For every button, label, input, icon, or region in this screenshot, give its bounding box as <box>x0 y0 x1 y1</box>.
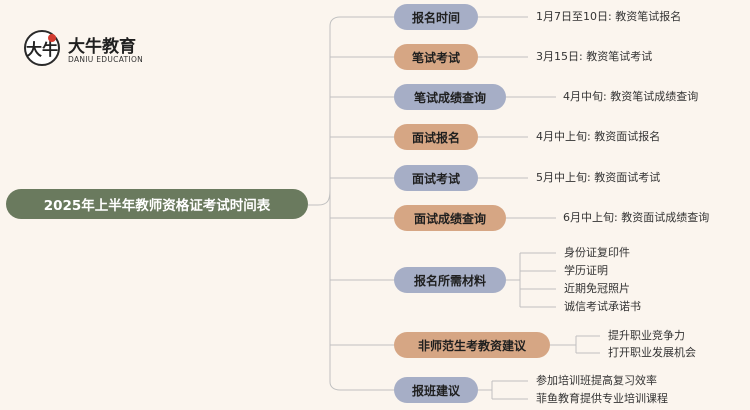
branch-node-written-exam: 笔试考试 <box>394 44 478 70</box>
leaf-material-photo: 近期免冠照片 <box>564 282 630 295</box>
leaf-registration-date: 1月7日至10日: 教资笔试报名 <box>536 10 682 23</box>
branch-node-interview-exam: 面试考试 <box>394 165 478 191</box>
logo: 大牛 大牛教育 DANIU EDUCATION <box>24 30 164 70</box>
branch-node-class-advice: 报班建议 <box>394 377 478 403</box>
root-node: 2025年上半年教师资格证考试时间表 <box>6 189 308 219</box>
leaf-interview-score-date: 6月中上旬: 教资面试成绩查询 <box>563 211 710 224</box>
branch-node-interview-registration: 面试报名 <box>394 124 478 150</box>
leaf-class-courses: 菲鱼教育提供专业培训课程 <box>536 392 668 405</box>
leaf-material-diploma: 学历证明 <box>564 264 608 277</box>
branch-node-interview-score: 面试成绩查询 <box>394 205 506 231</box>
branch-node-materials: 报名所需材料 <box>394 267 506 293</box>
leaf-class-efficiency: 参加培训班提高复习效率 <box>536 374 657 387</box>
leaf-written-exam-date: 3月15日: 教资笔试考试 <box>536 50 653 63</box>
logo-name: 大牛教育 <box>68 37 136 57</box>
logo-subtitle: DANIU EDUCATION <box>68 55 144 64</box>
leaf-advice-career: 打开职业发展机会 <box>608 346 696 359</box>
branch-node-written-score: 笔试成绩查询 <box>394 84 506 110</box>
leaf-material-id-copy: 身份证复印件 <box>564 246 630 259</box>
leaf-written-score-date: 4月中旬: 教资笔试成绩查询 <box>563 90 699 103</box>
leaf-interview-exam-date: 5月中上旬: 教资面试考试 <box>536 171 661 184</box>
logo-seal-dot <box>48 34 56 42</box>
branch-node-non-normal-advice: 非师范生考教资建议 <box>394 332 550 358</box>
leaf-advice-competitiveness: 提升职业竞争力 <box>608 329 685 342</box>
leaf-material-pledge: 诚信考试承诺书 <box>564 300 641 313</box>
branch-node-registration: 报名时间 <box>394 4 478 30</box>
leaf-interview-registration-date: 4月中上旬: 教资面试报名 <box>536 130 661 143</box>
